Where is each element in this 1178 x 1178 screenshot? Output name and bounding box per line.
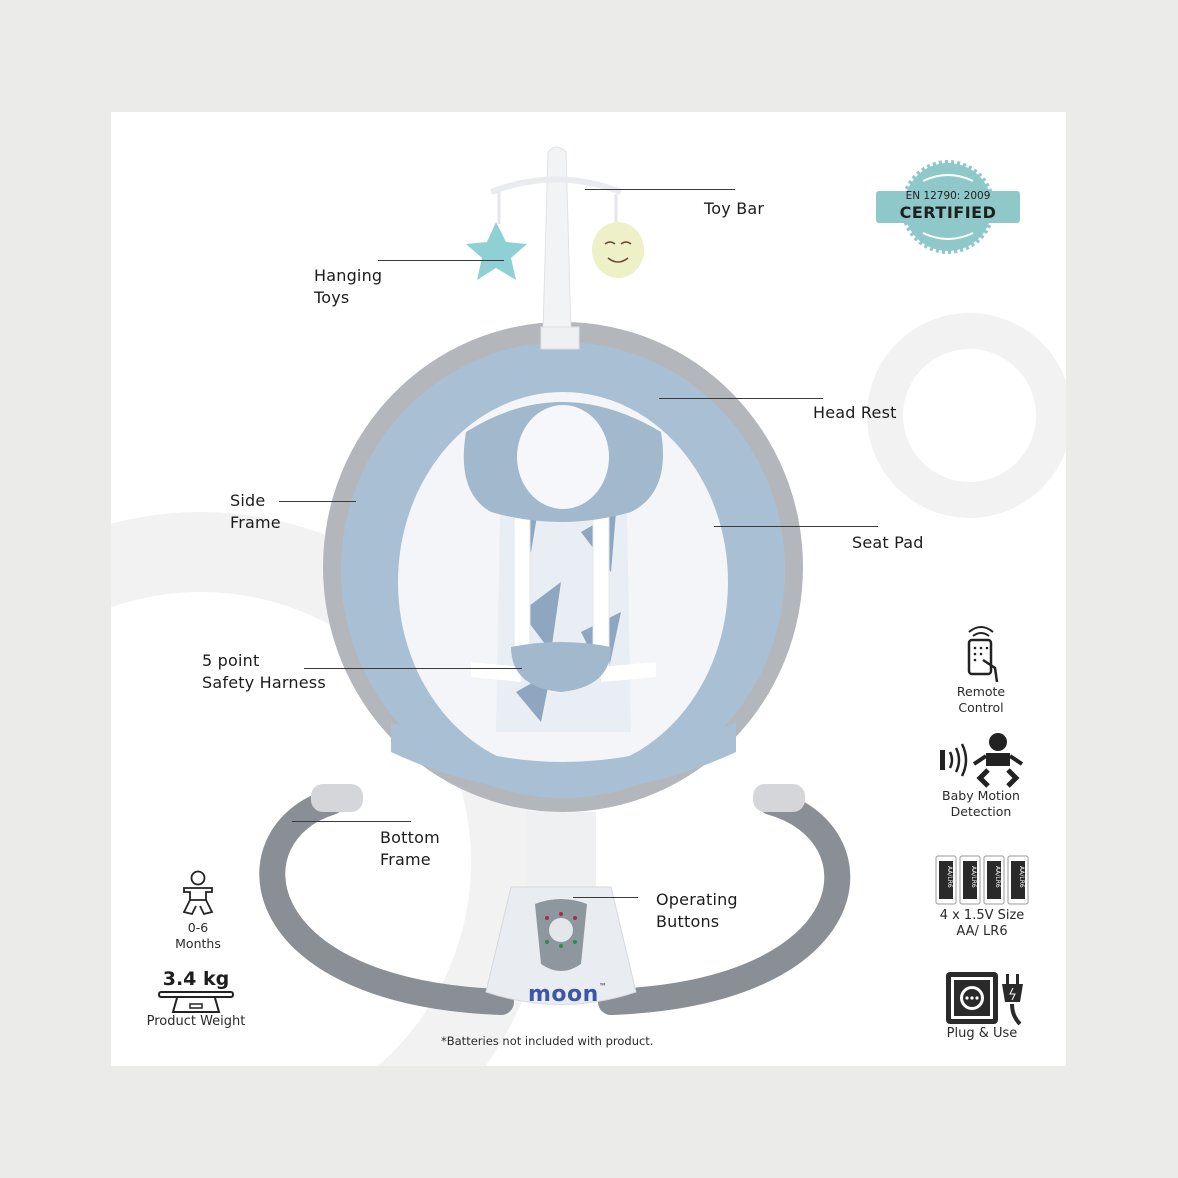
baby-swing-illustration [259, 146, 851, 1015]
feature-batteries: AA/LR6 AA/LR6 AA/LR6 AA/LR6 4 x 1.5V Siz… [927, 852, 1037, 940]
feature-plug-and-use: Plug & Use [927, 970, 1037, 1042]
side-frame-leader [279, 501, 356, 502]
toy-bar-label: Toy Bar [704, 199, 765, 218]
svg-text:AA/LR6: AA/LR6 [1018, 866, 1025, 888]
moon-brand-logo: moon™ [528, 982, 608, 1007]
bottom-frame-leader [292, 821, 411, 822]
baby-motion-icon [940, 733, 1024, 788]
product-infographic-panel: Toy Bar Hanging Toys Head Rest Side Fram… [111, 112, 1066, 1066]
operating-buttons-label: Operating Buttons [656, 890, 738, 931]
seat-pad-leader [714, 526, 878, 527]
side-frame-label: Side Frame [230, 491, 281, 532]
baby-icon [182, 870, 214, 916]
badge-seal-icon [876, 160, 1020, 254]
hanging-toys-leader [378, 260, 504, 261]
svg-text:AA/LR6: AA/LR6 [946, 866, 953, 888]
head-rest-label: Head Rest [813, 403, 897, 422]
feature-remote-control: Remote Control [931, 624, 1031, 716]
safety-harness-label: 5 point Safety Harness [202, 651, 326, 692]
seat-pad-label: Seat Pad [852, 533, 924, 552]
spec-age: 0-6 Months [156, 870, 240, 952]
svg-text:AA/LR6: AA/LR6 [994, 866, 1001, 888]
remote-control-icon [967, 626, 999, 683]
head-rest-leader [659, 398, 823, 399]
spec-weight: 3.4 kg Product Weight [146, 968, 246, 1029]
safety-harness-leader [304, 668, 522, 669]
feature-baby-motion: Baby Motion Detection [929, 732, 1033, 820]
scale-icon [158, 991, 234, 1013]
battery-icon: AA/LR6 AA/LR6 AA/LR6 AA/LR6 [935, 855, 1029, 905]
toy-bar-leader [585, 189, 735, 190]
certification-badge: EN 12790: 2009 CERTIFIED [873, 157, 1023, 257]
svg-text:AA/LR6: AA/LR6 [970, 866, 977, 888]
operating-buttons-leader [573, 897, 638, 898]
hanging-toys-label: Hanging Toys [314, 266, 383, 307]
bottom-frame-label: Bottom Frame [380, 828, 440, 869]
batteries-footnote: *Batteries not included with product. [441, 1034, 654, 1048]
plug-socket-icon [946, 972, 1023, 1026]
